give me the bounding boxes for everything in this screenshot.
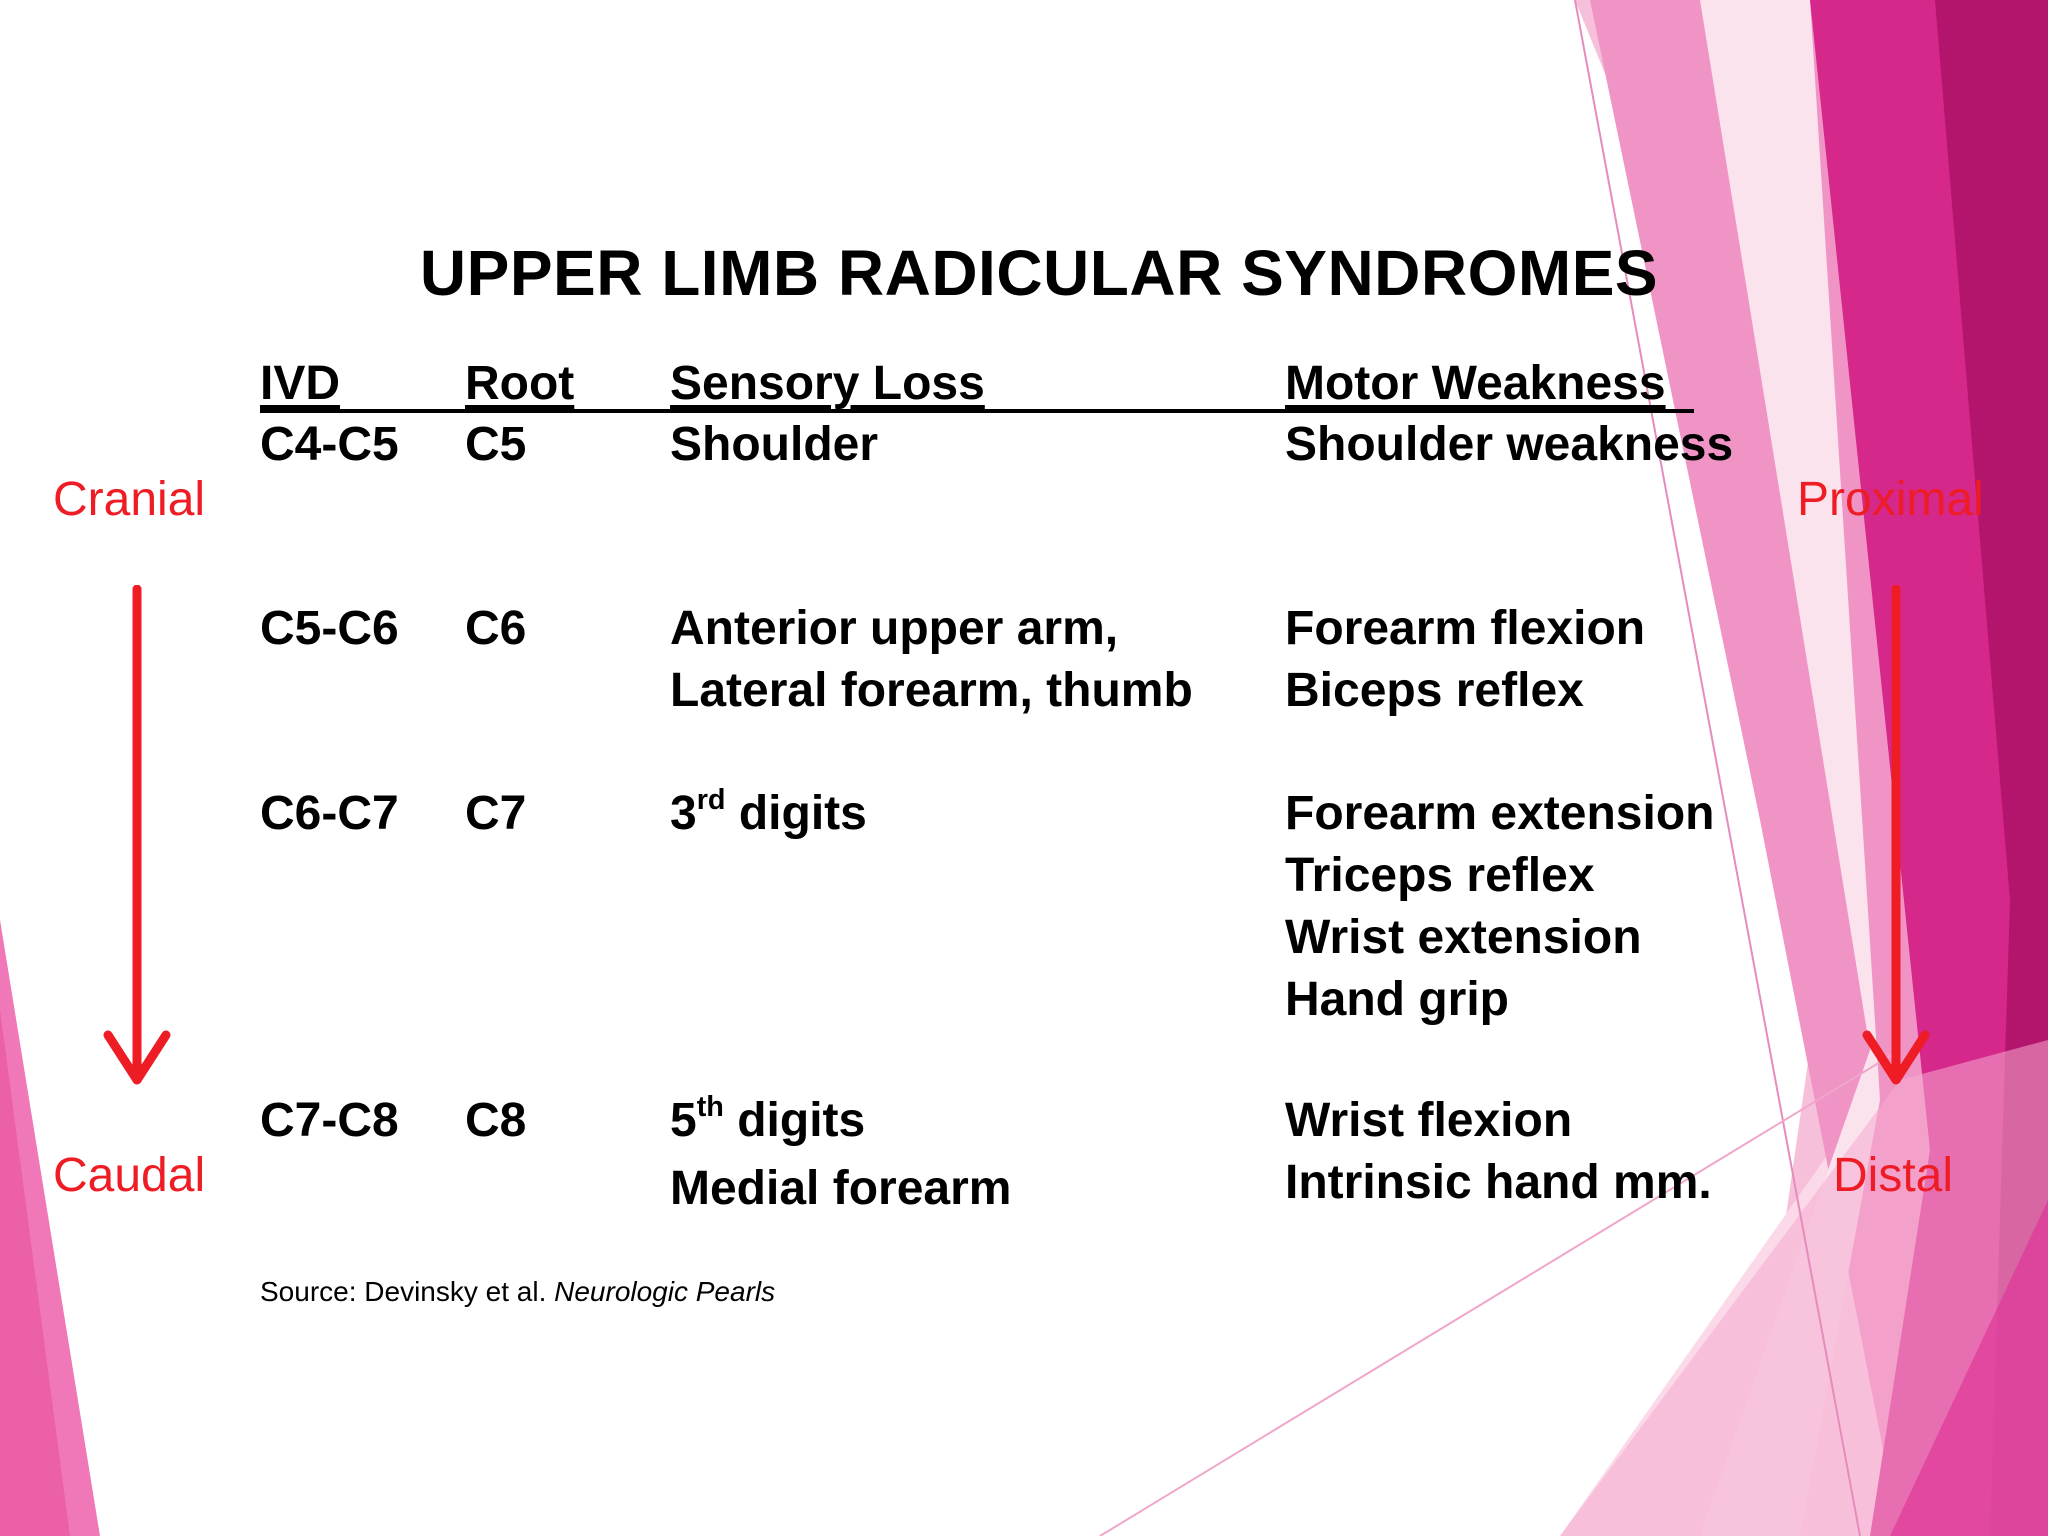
source-prefix: Source: Devinsky et al. [260, 1276, 555, 1307]
bg-line-1 [1574, 0, 1861, 1536]
ordinal-suffix: th [696, 1090, 724, 1123]
source-citation: Source: Devinsky et al. Neurologic Pearl… [260, 1276, 775, 1308]
row-root: C8 [465, 1094, 527, 1147]
label-proximal: Proximal [1797, 473, 1984, 526]
header-root: Root [465, 357, 575, 410]
row-motor: Forearm extension Triceps reflex Wrist e… [1285, 783, 1714, 1031]
row-ivd: C4-C5 [260, 418, 399, 471]
row-ivd: C6-C7 [260, 787, 399, 840]
slide-title: UPPER LIMB RADICULAR SYNDROMES [419, 237, 1659, 309]
sensory-line: Lateral forearm, thumb [670, 664, 1193, 717]
row-ivd: C7-C8 [260, 1094, 399, 1147]
sensory-text: digits [723, 1094, 866, 1147]
motor-line: Intrinsic hand mm. [1285, 1156, 1712, 1209]
row-motor: Wrist flexion Intrinsic hand mm. [1285, 1090, 1712, 1214]
ordinal-suffix: rd [696, 783, 726, 816]
motor-line: Wrist extension [1285, 911, 1642, 964]
header-sensory-loss: Sensory Loss [670, 357, 985, 410]
row-root: C5 [465, 418, 527, 471]
sensory-line: 3rd digits [670, 783, 867, 851]
down-arrow-icon [103, 585, 171, 1085]
row-sensory: Shoulder [670, 414, 878, 476]
header-ivd: IVD [260, 357, 341, 410]
row-root: C6 [465, 602, 527, 655]
row-motor: Shoulder weakness [1285, 414, 1733, 476]
bg-shape-pale-center [1700, 0, 1880, 1536]
sensory-text: digits [725, 787, 867, 840]
header-motor-weakness: Motor Weakness [1285, 357, 1666, 410]
motor-line: Wrist flexion [1285, 1094, 1573, 1147]
row-ivd: C5-C6 [260, 602, 399, 655]
row-root: C7 [465, 787, 527, 840]
sensory-line: Shoulder [670, 418, 879, 471]
row-motor: Forearm flexion Biceps reflex [1285, 598, 1645, 722]
source-work: Neurologic Pearls [554, 1276, 776, 1307]
motor-line: Hand grip [1285, 973, 1509, 1026]
label-distal: Distal [1833, 1149, 1954, 1202]
label-cranial: Cranial [53, 473, 206, 526]
row-sensory: 5th digits Medial forearm [670, 1090, 1011, 1220]
ordinal-number: 3 [670, 787, 697, 840]
motor-line: Shoulder weakness [1285, 418, 1734, 471]
motor-line: Forearm flexion [1285, 602, 1646, 655]
bg-shape-lower-band [1560, 1040, 2048, 1536]
motor-line: Forearm extension [1285, 787, 1715, 840]
ordinal-number: 5 [670, 1094, 697, 1147]
row-sensory: 3rd digits [670, 783, 867, 851]
motor-line: Biceps reflex [1285, 664, 1584, 717]
label-caudal: Caudal [53, 1149, 206, 1202]
motor-line: Triceps reflex [1285, 849, 1595, 902]
row-sensory: Anterior upper arm, Lateral forearm, thu… [670, 598, 1193, 722]
bg-shape-left-inner [0, 1010, 70, 1536]
bg-line-2 [1099, 1049, 1901, 1536]
sensory-line: Medial forearm [670, 1162, 1012, 1215]
header-rule [260, 409, 1694, 413]
down-arrow-icon [1862, 585, 1930, 1085]
sensory-line: Anterior upper arm, [670, 602, 1119, 655]
bg-shape-lower-magenta [1890, 1200, 2048, 1536]
sensory-line: 5th digits [670, 1090, 1011, 1158]
